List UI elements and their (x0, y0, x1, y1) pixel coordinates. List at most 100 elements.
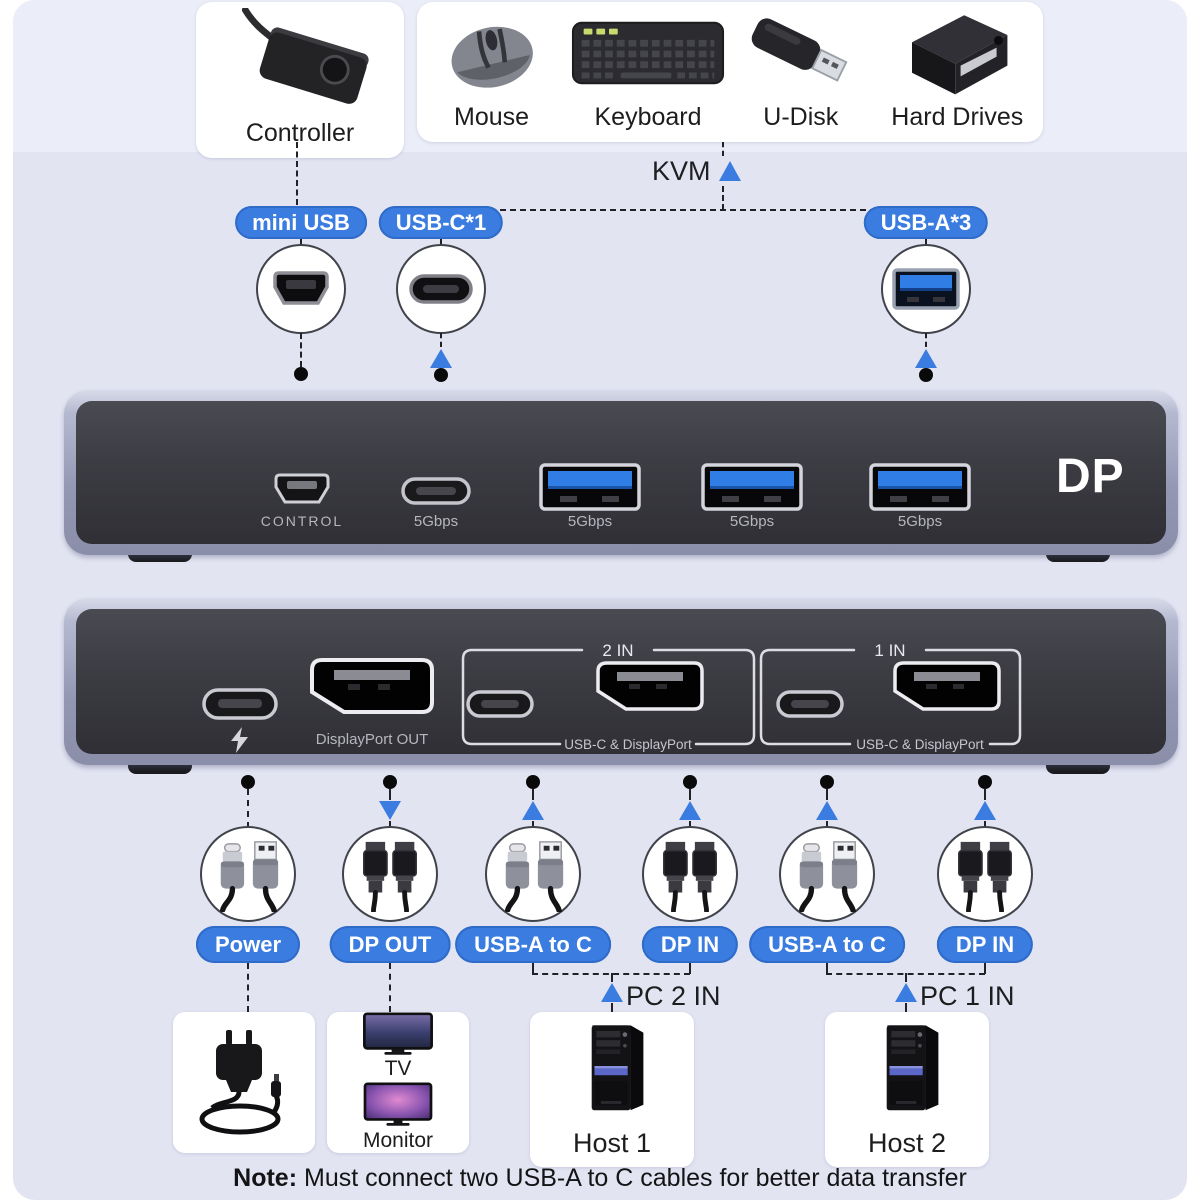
connector-dot (526, 775, 540, 789)
dp-out-pill-label: DP OUT (348, 931, 432, 957)
usb-a-to-c-cable-icon (220, 841, 279, 912)
dp-in-cable-circle-pc2 (642, 826, 738, 922)
kvm-label: KVM (652, 155, 711, 186)
controller-connector-line (296, 142, 298, 205)
kvm-connector-line-lower (722, 186, 724, 210)
dashed-line (247, 789, 249, 828)
usb-a-port-icon (892, 268, 960, 310)
usb-a-to-c-pill-pc1: USB-A to C (749, 926, 905, 963)
dashed-line (826, 963, 828, 974)
udisk-label: U-Disk (763, 103, 839, 131)
usb-a-callout-label: USB-A*3 (880, 209, 972, 235)
connector-dot (383, 775, 397, 789)
dashed-line (925, 333, 927, 347)
displayport-out-label: DisplayPort OUT (315, 731, 429, 748)
dashed-line (689, 963, 691, 974)
up-arrow-icon (915, 349, 937, 368)
power-adapter-card (173, 1012, 315, 1153)
kvm-connector-line-upper (722, 142, 724, 156)
dashed-line (532, 789, 534, 800)
keyboard-item: Keyboard (566, 2, 730, 142)
dp-in-pill-pc1: DP IN (936, 926, 1034, 963)
back-usb-c-port-2in (466, 690, 534, 718)
peripherals-card: Mouse Keyboard (417, 2, 1043, 142)
usb-a-to-c-pill-pc2: USB-A to C (455, 926, 611, 963)
connector-dot (978, 775, 992, 789)
dashed-line (611, 973, 613, 982)
dp-brand-label: DP (1056, 450, 1125, 503)
up-arrow-icon (601, 983, 623, 1002)
dashed-line (300, 239, 302, 247)
kvm-branch-line (440, 209, 926, 211)
dashed-line (532, 821, 534, 828)
dashed-line (440, 333, 442, 347)
dp-cable-icon (958, 841, 1012, 912)
dashed-line (611, 1003, 613, 1012)
up-arrow-icon (522, 801, 544, 820)
mini-usb-callout-pill: mini USB (235, 206, 367, 239)
keyboard-label: Keyboard (594, 103, 702, 131)
dp-cable-icon (663, 841, 717, 912)
back-power-usb-c-port (202, 688, 278, 720)
tv-monitor-card: TV Monitor (327, 1012, 469, 1153)
dashed-line (389, 789, 391, 800)
dashed-line (389, 821, 391, 828)
kvm-up-arrow-icon (718, 161, 741, 181)
dashed-line (826, 789, 828, 800)
mini-usb-callout-label: mini USB (252, 209, 350, 235)
back-displayport-port-2in (596, 661, 704, 711)
front-control-label: CONTROL (260, 513, 344, 529)
pc1-in-label: PC 1 IN (920, 981, 1015, 1011)
power-pill-label: Power (214, 931, 282, 957)
power-cable-circle (200, 826, 296, 922)
dashed-line (689, 789, 691, 800)
up-arrow-icon (679, 801, 701, 820)
mouse-label: Mouse (454, 103, 530, 131)
udisk-icon (751, 18, 848, 82)
front-usb-a-port-3 (869, 463, 971, 511)
usb-c-callout-pill: USB-C*1 (378, 206, 504, 239)
dashed-line (905, 1003, 907, 1012)
dp-in-cable-circle-pc1 (937, 826, 1033, 922)
front-usb-a-speed-label-3: 5Gbps (897, 513, 943, 530)
dp-out-cable-circle (342, 826, 438, 922)
monitor-icon (363, 1082, 433, 1126)
tv-label: TV (384, 1056, 412, 1080)
connector-dot (241, 775, 255, 789)
mini-usb-port-circle (256, 244, 346, 334)
controller-label: Controller (245, 119, 355, 147)
dp-in-pill-pc2: DP IN (641, 926, 739, 963)
up-arrow-icon (895, 983, 917, 1002)
host1-label: Host 1 (572, 1128, 652, 1158)
dashed-line (984, 963, 986, 974)
dp-out-pill: DP OUT (329, 926, 451, 963)
back-displayport-out-port (310, 658, 434, 714)
dashed-line (984, 821, 986, 828)
power-lightning-icon (231, 727, 248, 753)
pc2-in-label: PC 2 IN (626, 981, 721, 1011)
host-tower-icon (886, 1025, 939, 1111)
dashed-line (925, 239, 927, 247)
connector-dot (683, 775, 697, 789)
up-arrow-icon (430, 349, 452, 368)
usb-c-callout-label: USB-C*1 (395, 209, 487, 235)
host2-card: Host 2 (825, 1012, 989, 1167)
udisk-item: U-Disk (730, 2, 872, 142)
mouse-icon (451, 26, 533, 88)
tv-icon (363, 1012, 433, 1055)
connector-dot (294, 367, 308, 381)
kvm-row: KVM (652, 156, 741, 186)
front-mini-usb-port (274, 473, 330, 504)
input-group-1-bracket: 1 IN USB-C & DisplayPort (759, 641, 1022, 752)
group-2-title: 2 IN (602, 641, 633, 660)
kvm-front-panel (64, 390, 1178, 555)
down-arrow-icon (379, 801, 401, 820)
front-usb-a-speed-label-2: 5Gbps (729, 513, 775, 530)
usb-a-to-c-cable-icon (505, 841, 564, 912)
back-usb-c-port-1in (776, 690, 844, 718)
monitor-label: Monitor (362, 1129, 434, 1152)
hard-drives-label: Hard Drives (891, 103, 1024, 131)
usb-a-to-c-cable-circle-pc2 (485, 826, 581, 922)
usb-c-port-circle (396, 244, 486, 334)
dashed-line (689, 821, 691, 828)
